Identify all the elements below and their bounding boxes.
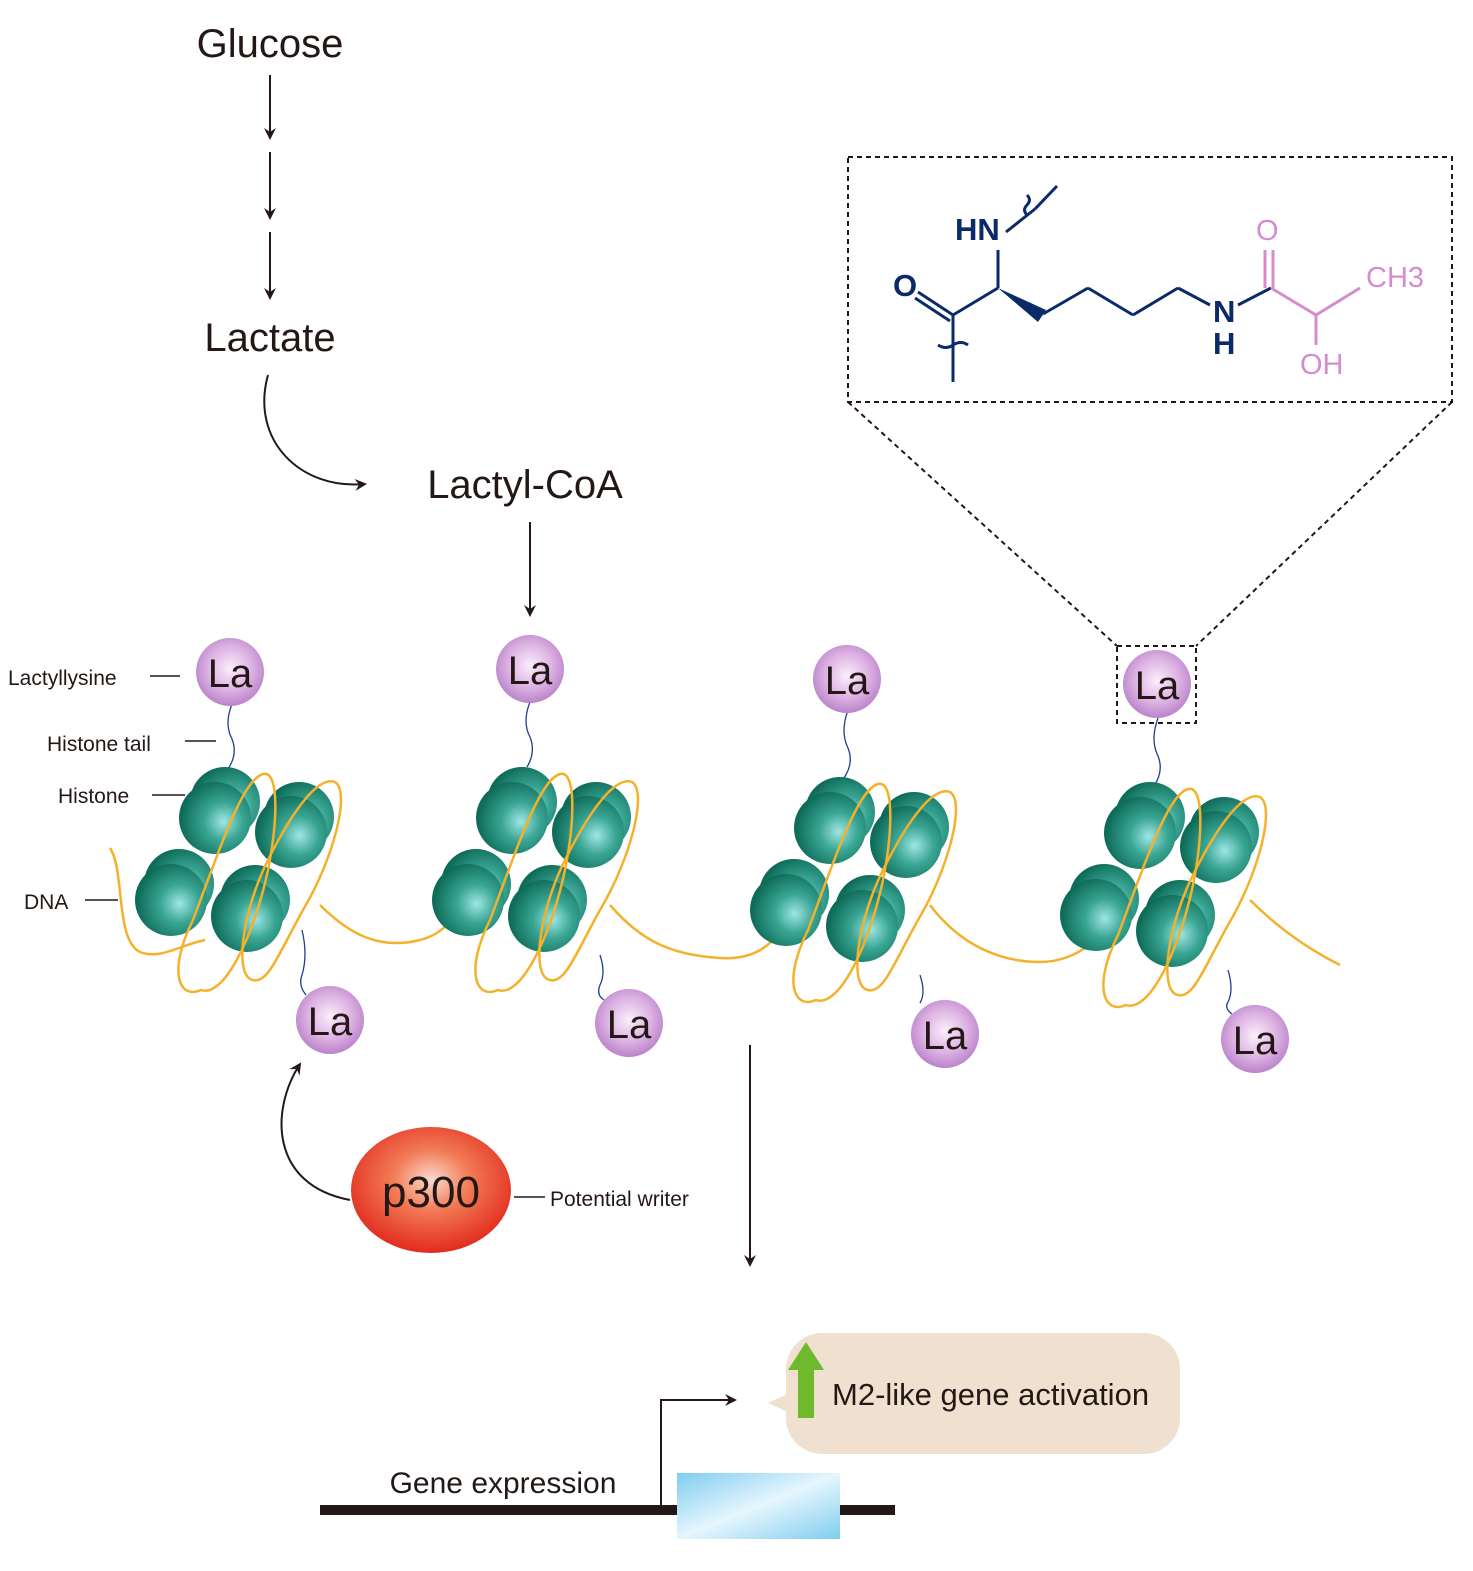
svg-text:La: La <box>1233 1019 1278 1063</box>
histone-tails <box>227 701 1233 1015</box>
zoom-line-left <box>847 401 1118 647</box>
lactyllysine-structure: HN O N H O CH3 OH <box>893 184 1424 382</box>
lactyl-mark: La <box>296 986 364 1054</box>
svg-text:La: La <box>825 659 870 703</box>
lactyl-mark: La <box>496 635 564 703</box>
svg-text:La: La <box>1135 664 1180 708</box>
chem-oh: OH <box>1300 349 1344 381</box>
zoom-source-box <box>1116 645 1197 724</box>
chem-h: H <box>1213 326 1235 361</box>
histone-label: Histone <box>58 785 129 808</box>
nucleosome-2 <box>430 765 640 994</box>
structure-inset-box <box>847 156 1453 403</box>
transcription-start-arrow <box>660 1394 737 1505</box>
nucleosome-3 <box>748 775 958 1004</box>
svg-text:La: La <box>208 652 253 696</box>
chem-o-lactyl: O <box>1256 215 1279 247</box>
lactyl-mark: La <box>1123 650 1191 718</box>
lactate-label: Lactate <box>204 316 335 360</box>
lactyl-mark: La <box>911 1000 979 1068</box>
potential-writer-label: Potential writer <box>550 1188 689 1211</box>
gene-box <box>677 1473 840 1539</box>
p300-enzyme: p300 <box>351 1127 511 1253</box>
chem-hn: HN <box>955 212 1000 247</box>
up-arrow-icon <box>788 1342 824 1418</box>
svg-text:La: La <box>923 1014 968 1058</box>
activation-bubble: M2-like gene activation <box>768 1333 1180 1454</box>
dna-label: DNA <box>24 891 68 914</box>
gene-expression-label: Gene expression <box>390 1467 617 1500</box>
chem-o-carbonyl: O <box>893 268 917 303</box>
p300-label: p300 <box>382 1168 480 1217</box>
dna-strand <box>108 847 1341 967</box>
nucleosome-4 <box>1058 780 1268 1009</box>
chem-ch3: CH3 <box>1366 262 1424 294</box>
chem-n: N <box>1213 294 1235 329</box>
histone-tail-label: Histone tail <box>47 733 151 756</box>
zoom-line-right <box>1195 401 1453 647</box>
lactyl-coa-label: Lactyl-CoA <box>427 463 623 507</box>
svg-text:La: La <box>308 1000 353 1044</box>
lactyllysine-label: Lactyllysine <box>8 667 117 690</box>
p300-to-lactyl-arrow <box>280 1062 351 1201</box>
svg-text:La: La <box>607 1003 652 1047</box>
activation-label: M2-like gene activation <box>832 1377 1149 1412</box>
glucose-label: Glucose <box>197 22 344 66</box>
lactyl-mark: La <box>196 638 264 706</box>
lactate-to-lactylcoa-arrow <box>263 374 367 491</box>
lactyl-mark: La <box>1221 1005 1289 1073</box>
lactyl-mark: La <box>813 645 881 713</box>
lactyl-mark: La <box>595 989 663 1057</box>
nucleosome-1 <box>133 765 343 994</box>
svg-text:La: La <box>508 649 553 693</box>
